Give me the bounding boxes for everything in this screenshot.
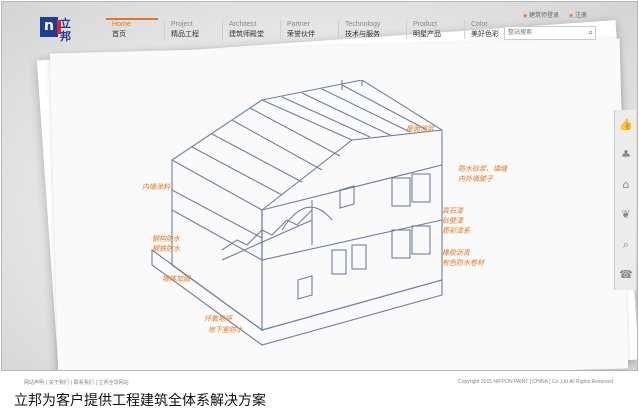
- copyright-text: Copyright 2015 NIPPON PAINT [ CHINA ] Co…: [458, 379, 613, 385]
- footer-links[interactable]: 网站声明 | 关于我们 | 联系我们 | 立邦全球网站: [24, 380, 129, 386]
- nav-item-color[interactable]: Color 美好色彩: [464, 20, 516, 39]
- website-frame: n 立邦 建筑师登录 注册 Home 首页 Project 精品工程 Archi…: [1, 1, 638, 371]
- tree-icon[interactable]: ♣: [621, 148, 631, 161]
- magnifier-icon[interactable]: ⌕: [622, 238, 630, 251]
- nav-item-technology[interactable]: Technology 技术与服务: [338, 20, 400, 39]
- annotation-exterior-2b: 砂壁漆: [442, 217, 463, 225]
- annotation-exterior-3: 橡胶沥青: [442, 249, 470, 257]
- annotation-exterior-3b: 有色防水卷材: [442, 259, 484, 267]
- nav-item-partner[interactable]: Partner 荣誉伙伴: [280, 20, 332, 39]
- thumbs-up-icon[interactable]: 👍: [619, 118, 633, 131]
- annotation-exterior-2: 真石漆: [442, 207, 463, 215]
- annotation-steel: 钢构防水: [152, 235, 180, 243]
- register-link[interactable]: 注册: [569, 10, 587, 19]
- search-input[interactable]: 整站搜索 ⌕: [504, 26, 596, 40]
- annotation-steel-2: 钢铁防水: [152, 245, 180, 253]
- search-icon[interactable]: ⌕: [588, 28, 593, 37]
- house-illustration: [151, 80, 443, 346]
- architect-login-link[interactable]: 建筑师登录: [523, 10, 559, 19]
- main-nav: Home 首页 Project 精品工程 Architect 建筑师殿堂 Par…: [106, 18, 522, 39]
- nav-item-architect[interactable]: Architect 建筑师殿堂: [222, 20, 274, 39]
- top-links: 建筑师登录 注册: [523, 10, 587, 19]
- phone-icon[interactable]: ☎: [619, 268, 633, 281]
- nav-item-home[interactable]: Home 首页: [106, 18, 158, 39]
- annotation-exterior-1: 防水砂浆、填缝: [458, 165, 507, 173]
- logo-mark: n: [40, 17, 61, 37]
- caption: 立邦为客户提供工程建筑全体系解决方案: [14, 393, 266, 409]
- annotation-ground-2: 地下室防水: [208, 326, 243, 334]
- leaf-icon[interactable]: ❦: [621, 208, 631, 221]
- nav-item-product[interactable]: Product 明星产品: [406, 20, 458, 39]
- house-icon[interactable]: ⌂: [622, 178, 630, 191]
- search-placeholder: 整站搜索: [508, 29, 533, 36]
- logo-text: 立邦: [60, 17, 71, 43]
- annotation-roof: 屋面涂层: [406, 125, 434, 133]
- annotation-interior: 内墙涂料: [142, 183, 170, 191]
- annotation-exterior-1b: 内外墙腻子: [458, 175, 493, 183]
- annotation-wall-reinforce: 墙体加固: [162, 275, 190, 283]
- nippon-logo[interactable]: n 立邦: [40, 17, 76, 51]
- annotation-exterior-2c: 质彩漆系: [442, 227, 470, 235]
- annotation-ground: 环氧地坪: [204, 315, 232, 323]
- right-sidebar: 👍 ♣ ⌂ ❦ ⌕ ☎: [614, 110, 636, 290]
- nav-item-project[interactable]: Project 精品工程: [164, 20, 216, 39]
